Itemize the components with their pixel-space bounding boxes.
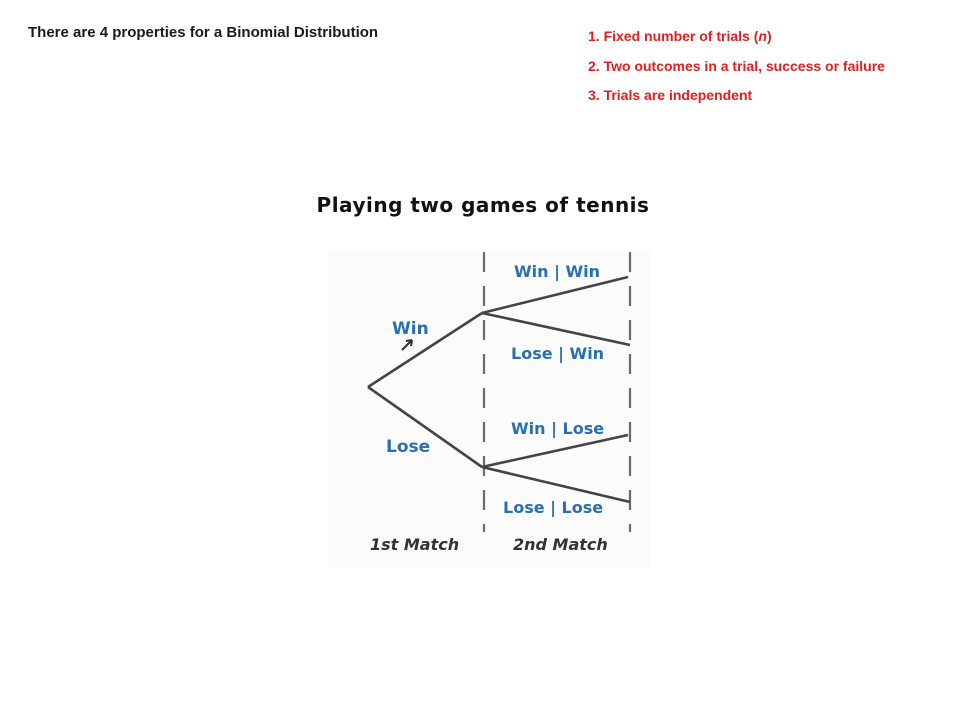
branch-lose-lose [481, 465, 631, 504]
properties-list: 1. Fixed number of trials (n) 2. Two out… [588, 22, 885, 111]
label-lose-lose: Lose | Lose [503, 498, 603, 518]
arrow-icon [401, 339, 413, 351]
branch-win-win [481, 275, 629, 315]
intro-text: There are 4 properties for a Binomial Di… [28, 24, 379, 41]
property-1-emphasis: n [758, 28, 767, 44]
branch-win-lose [481, 311, 631, 347]
probability-tree: Win Lose Win | Win Lose | Win Win | Lose… [328, 250, 650, 568]
label-win-lose: Win | Lose [511, 419, 604, 439]
branch-lose [367, 385, 483, 469]
stage-label-2: 2nd Match [513, 535, 608, 554]
label-lose: Lose [386, 437, 430, 457]
label-lose-win: Lose | Win [511, 344, 604, 364]
branch-lose-win [481, 433, 629, 469]
label-win: Win [392, 319, 429, 339]
property-3: 3. Trials are independent [588, 87, 753, 103]
property-2: 2. Two outcomes in a trial, success or f… [588, 57, 885, 74]
branch-win [367, 311, 483, 389]
property-1: 1. Fixed number of trials (n) [588, 28, 772, 44]
label-win-win: Win | Win [514, 262, 600, 282]
diagram-title: Playing two games of tennis [316, 193, 650, 217]
stage-label-1: 1st Match [370, 535, 459, 554]
